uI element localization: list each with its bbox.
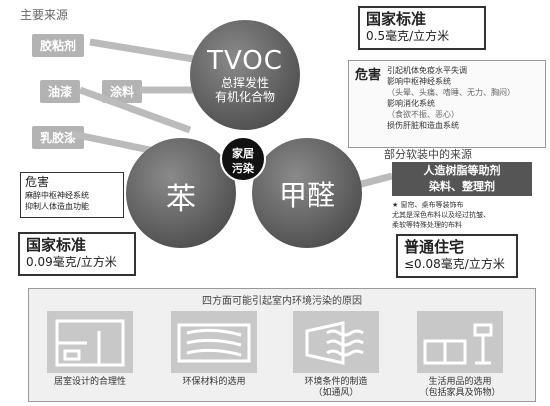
arrow-latex (71, 130, 151, 154)
softfurnish-note-1: 窗帘、桌布等装饰布 (400, 201, 464, 209)
tvoc-harm-title: 危害 (355, 68, 382, 83)
ventilation-icon (293, 311, 379, 373)
formaldehyde-standard-box: 普通住宅 ≤0.08毫克/立方米 (396, 234, 518, 278)
arrow-glue (89, 38, 201, 64)
tvoc-standard-value: 0.5毫克/立方米 (366, 28, 450, 43)
softfurnish-source-title: 部分软装中的来源 (384, 148, 472, 161)
causes-title: 四方面可能引起室内环境污染的原因 (202, 296, 362, 307)
benzene-standard-box: 国家标准 0.09毫克/立方米 (18, 232, 136, 276)
center-line-2: 污染 (232, 162, 254, 175)
tvoc-standard-box: 国家标准 0.5毫克/立方米 (358, 6, 486, 50)
harm-item: 影响中枢神经系统 (387, 77, 451, 86)
source-paint: 油漆 (40, 80, 81, 103)
benzene-harm-1: 麻醉中枢神经系统 (25, 191, 89, 200)
softfurnish-source-box: 人造树脂等助剂 染料、整理剂 (392, 162, 532, 196)
benzene-harm-box: 危害 麻醉中枢神经系统 抑制人体造血功能 (20, 172, 124, 218)
furniture-icon (417, 311, 503, 373)
room-layout-icon (47, 311, 133, 373)
benzene-standard-value: 0.09毫克/立方米 (26, 254, 117, 269)
harm-item: 引起机体免疫水平失调 (387, 66, 467, 75)
formaldehyde-name: 甲醛 (278, 179, 335, 212)
softfurnish-note-3: 柔软等特殊处理的布料 (392, 221, 462, 229)
tvoc-harm-list: 引起机体免疫水平失调 影响中枢神经系统 （头晕、头痛、嗜睡、无力、胸闷） 影响消… (387, 65, 515, 131)
softfurnish-source-2: 染料、整理剂 (429, 180, 495, 193)
cause-label-4: 生活用品的选用 （包括家具及饰物） (419, 377, 501, 398)
center-line-1: 家居 (232, 147, 254, 160)
tvoc-desc-1: 总挥发性 (220, 76, 269, 90)
benzene-harm-2: 抑制人体造血功能 (25, 202, 89, 211)
benzene-standard-title: 国家标准 (26, 236, 87, 254)
benzene-circle: 苯 (126, 138, 236, 248)
wood-material-icon (171, 311, 257, 373)
cause-label-3: 环境条件的制造 （如通风） (304, 377, 368, 398)
source-coating: 涂料 (102, 80, 143, 103)
sources-title: 主要来源 (20, 8, 69, 22)
softfurnish-note: ★ 窗帘、桌布等装饰布 尤其是深色布料以及经过抗皱、 柔软等特殊处理的布料 (392, 200, 542, 230)
formaldehyde-standard-title: 普通住宅 (404, 238, 465, 256)
harm-item: 影响消化系统 (387, 99, 435, 108)
tvoc-circle: TVOC 总挥发性 有机化合物 (190, 20, 300, 130)
softfurnish-note-2: 尤其是深色布料以及经过抗皱、 (392, 211, 490, 219)
tvoc-name: TVOC (207, 46, 283, 76)
harm-item: 损伤肝脏和造血系统 (387, 121, 459, 130)
benzene-harm-title: 危害 (25, 175, 50, 189)
source-glue: 胶粘剂 (32, 34, 85, 57)
harm-item: （食欲不振、恶心） (387, 110, 459, 119)
causes-panel: 四方面可能引起室内环境污染的原因 居室设计的合理性 环保材料的选用 (28, 288, 536, 402)
formaldehyde-circle: 甲醛 (252, 138, 362, 248)
source-latex: 乳胶漆 (32, 126, 85, 149)
tvoc-standard-title: 国家标准 (366, 10, 427, 28)
center-pollution-badge: 家居 污染 (220, 136, 266, 182)
star-icon: ★ (392, 201, 401, 209)
arrow-paint (78, 86, 192, 134)
harm-item: （头晕、头痛、嗜睡、无力、胸闷） (387, 88, 515, 97)
cause-label-1: 居室设计的合理性 (53, 377, 126, 387)
softfurnish-source-1: 人造树脂等助剂 (423, 164, 501, 177)
tvoc-harm-panel: 危害 引起机体免疫水平失调 影响中枢神经系统 （头晕、头痛、嗜睡、无力、胸闷） … (348, 60, 546, 148)
benzene-name: 苯 (166, 182, 196, 217)
cause-label-2: 环保材料的选用 (182, 377, 246, 387)
tvoc-desc-2: 有机化合物 (214, 90, 275, 104)
formaldehyde-standard-value: ≤0.08毫克/立方米 (404, 256, 505, 271)
